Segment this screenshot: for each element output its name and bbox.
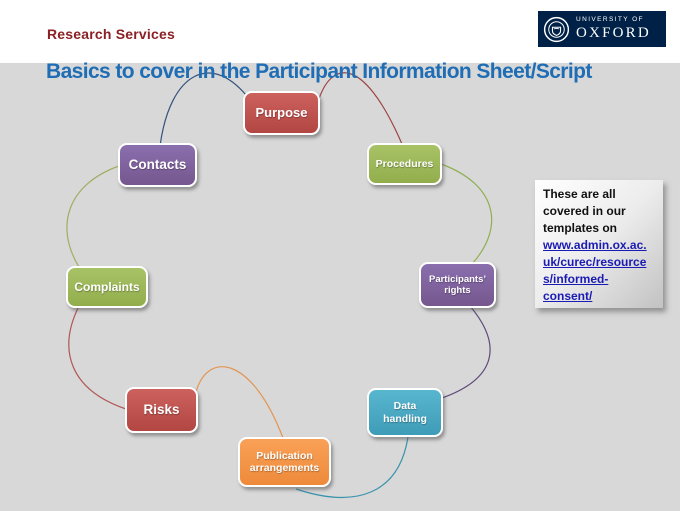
- node-procedures: Procedures: [367, 143, 442, 185]
- node-publication-arrangements-label: Publication arrangements: [249, 449, 320, 474]
- page-title: Basics to cover in the Participant Infor…: [46, 60, 592, 83]
- node-data-handling-label: Data handling: [383, 400, 427, 425]
- node-risks-label: Risks: [143, 402, 180, 418]
- oxford-crest-icon: [543, 16, 570, 42]
- node-risks: Risks: [125, 387, 198, 433]
- consent-url-line-1: www.admin.ox.ac.: [543, 238, 647, 253]
- department-label: Research Services: [47, 26, 175, 42]
- consent-url-line-3: s/informed-: [543, 272, 609, 287]
- node-publication-arrangements: Publication arrangements: [238, 437, 331, 487]
- node-participants-rights: Participants’ rights: [419, 262, 496, 308]
- templates-note-box: These are all covered in our templates o…: [535, 180, 663, 308]
- node-purpose-label: Purpose: [255, 105, 308, 121]
- consent-url-link[interactable]: www.admin.ox.ac. uk/curec/resource s/inf…: [543, 237, 655, 305]
- node-contacts: Contacts: [118, 143, 197, 187]
- templates-note-text: These are all covered in our templates o…: [543, 187, 626, 236]
- node-complaints: Complaints: [66, 266, 148, 308]
- oxford-logo: UNIVERSITY OF OXFORD: [538, 11, 666, 47]
- consent-url-line-2: uk/curec/resource: [543, 255, 647, 270]
- oxford-logo-text: UNIVERSITY OF OXFORD: [576, 17, 651, 41]
- logo-oxford: OXFORD: [576, 24, 651, 41]
- node-contacts-label: Contacts: [128, 157, 187, 173]
- consent-url-line-4: consent/: [543, 289, 593, 304]
- node-data-handling: Data handling: [367, 388, 443, 437]
- node-procedures-label: Procedures: [375, 157, 434, 170]
- logo-university-of: UNIVERSITY OF: [576, 16, 644, 24]
- node-complaints-label: Complaints: [74, 279, 140, 294]
- node-purpose: Purpose: [243, 91, 320, 135]
- node-participants-rights-label: Participants’ rights: [428, 273, 487, 296]
